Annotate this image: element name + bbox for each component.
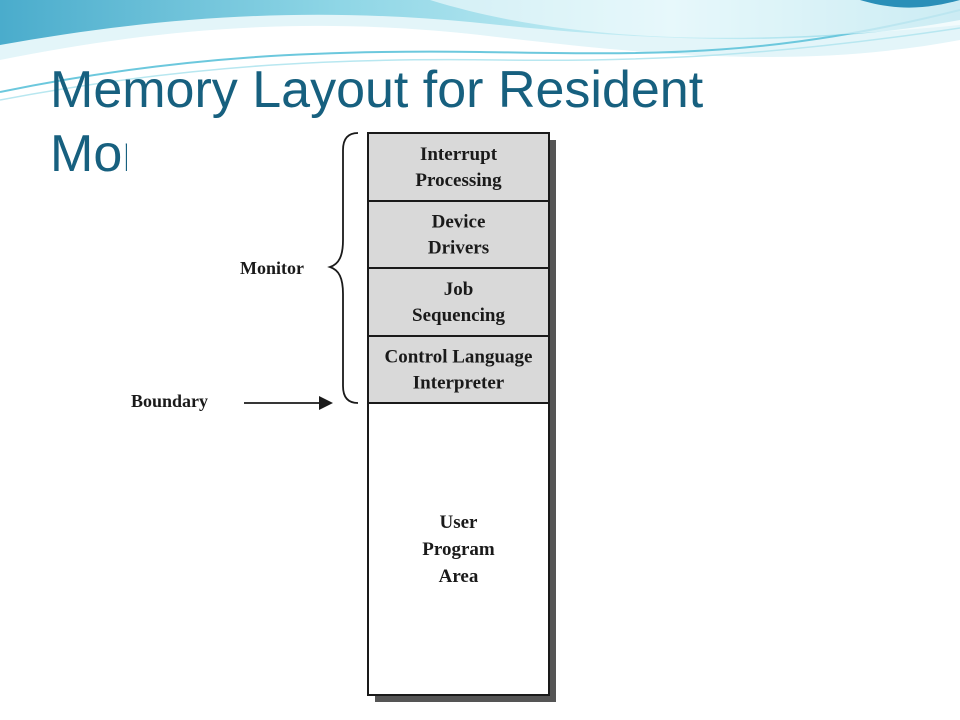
segment-label-job-sequencing-line-1: Job: [444, 279, 474, 300]
segment-label-user-program-area-line-1: User: [440, 512, 479, 533]
segment-label-interrupt-processing-line-1: Interrupt: [420, 144, 498, 165]
segment-label-interrupt-processing-line-2: Processing: [415, 170, 502, 191]
segment-user-program-area: [367, 402, 550, 696]
monitor-brace: [327, 132, 359, 404]
segment-label-control-language-interpreter-line-1: Control Language: [385, 347, 533, 368]
monitor-label: Monitor: [240, 258, 304, 278]
segment-label-user-program-area-line-2: Program: [422, 539, 495, 560]
segment-label-control-language-interpreter-line-2: Interpreter: [413, 373, 505, 394]
boundary-label: Boundary: [131, 391, 208, 411]
segment-label-device-drivers-line-2: Drivers: [428, 238, 489, 259]
segment-label-job-sequencing-line-2: Sequencing: [412, 305, 505, 326]
segment-interrupt-processing: [367, 132, 550, 202]
segment-label-device-drivers-line-1: Device: [432, 212, 486, 233]
segment-job-sequencing: [367, 267, 550, 337]
boundary-arrowhead: [319, 396, 333, 410]
segment-label-user-program-area-line-3: Area: [439, 566, 479, 587]
